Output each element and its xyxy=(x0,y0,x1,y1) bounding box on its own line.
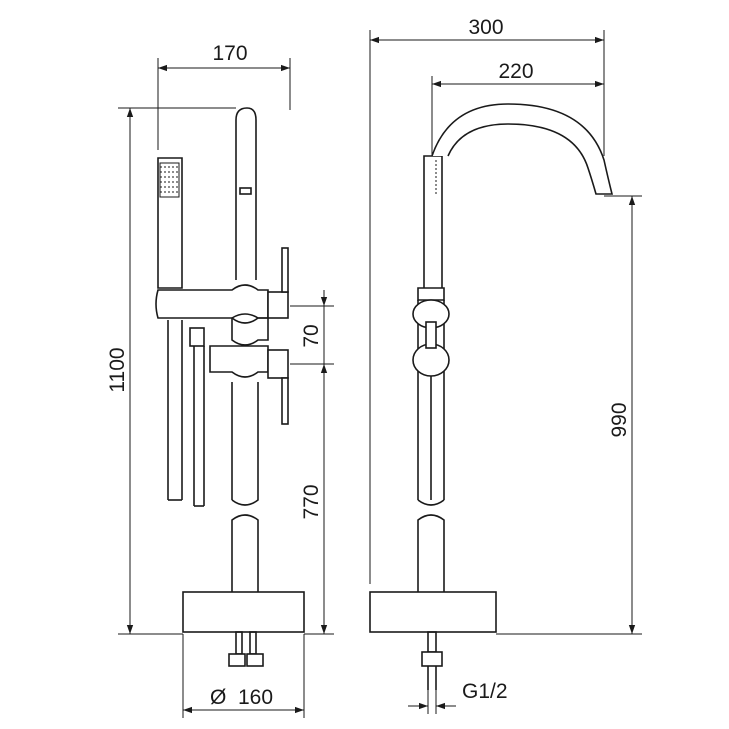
side-base xyxy=(369,591,497,633)
front-column-upper xyxy=(231,382,259,506)
front-riser xyxy=(235,107,257,280)
dim-spout-reach: 220 xyxy=(498,60,533,83)
front-upper-lever xyxy=(267,291,289,319)
side-supply-connector xyxy=(421,631,443,690)
front-base xyxy=(182,591,305,633)
front-column-lower xyxy=(231,514,259,592)
dim-diameter-symbol: Ø xyxy=(210,686,226,709)
side-handshower xyxy=(423,155,443,291)
dim-handle-height: 770 xyxy=(300,484,323,519)
dim-total-height: 1100 xyxy=(106,347,129,392)
nozzle-grid xyxy=(159,162,180,198)
front-view xyxy=(155,107,305,667)
side-dimensions: 300 220 990 G1/2 xyxy=(369,16,642,714)
front-handshower xyxy=(157,157,183,289)
side-view xyxy=(369,103,614,690)
front-supply-connectors xyxy=(228,631,264,667)
front-lower-valve xyxy=(209,345,269,378)
front-lower-lever xyxy=(267,349,289,379)
dim-front-width: 170 xyxy=(212,42,247,65)
dim-handle-spacing: 70 xyxy=(300,324,323,347)
dim-total-depth: 300 xyxy=(468,16,503,39)
side-spout xyxy=(431,103,614,195)
front-holder xyxy=(155,284,269,324)
dim-spout-height: 990 xyxy=(608,402,631,437)
side-column-lower xyxy=(417,514,445,592)
front-dimensions: 170 1100 70 770 Ø 160 xyxy=(106,42,334,718)
dim-base-diameter: 160 xyxy=(238,686,273,709)
dim-connection: G1/2 xyxy=(462,680,508,703)
